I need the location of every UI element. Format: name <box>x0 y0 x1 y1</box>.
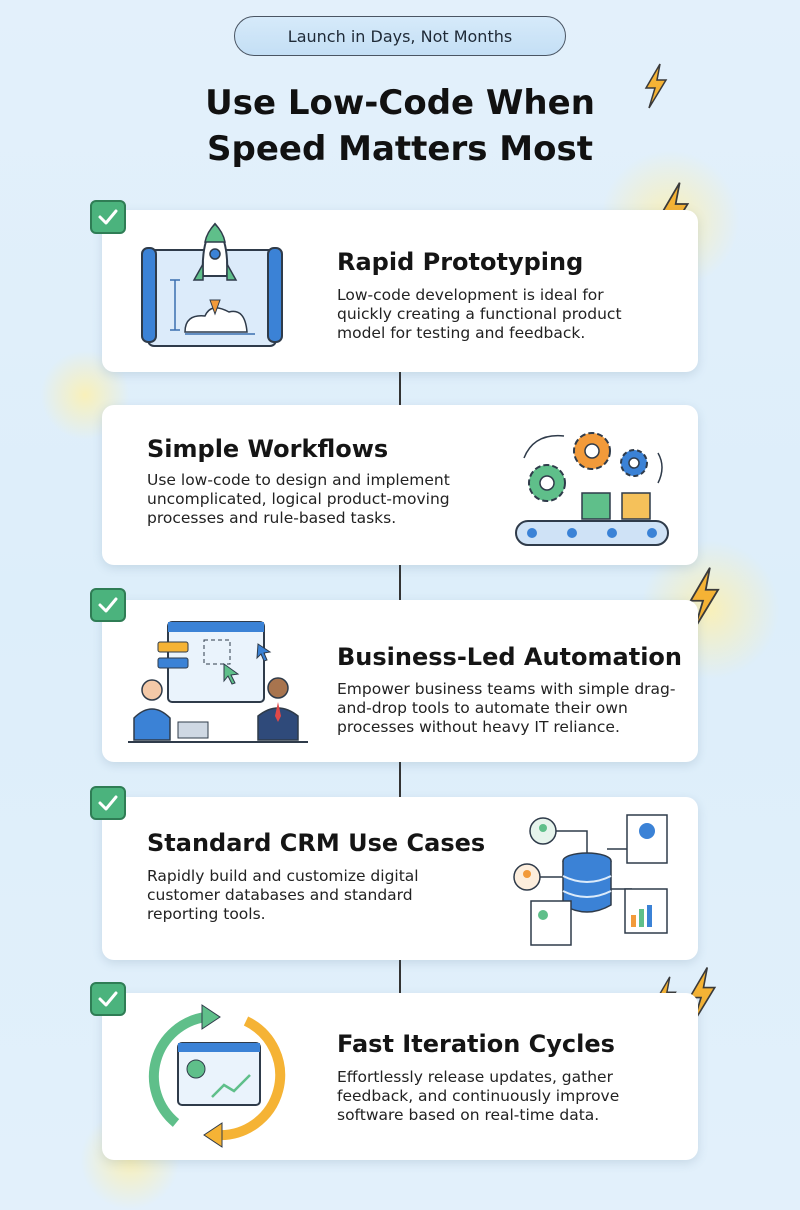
iteration-cycle-icon <box>148 1004 286 1148</box>
checkbox-checked <box>90 982 126 1016</box>
crm-database-icon <box>513 814 668 946</box>
check-icon <box>98 597 118 613</box>
card-title: Fast Iteration Cycles <box>337 1030 615 1058</box>
connector-line <box>399 960 401 993</box>
checkbox-checked <box>90 786 126 820</box>
gears-conveyor-icon <box>515 432 669 546</box>
card-fast-iteration: Fast Iteration Cycles Effortlessly relea… <box>102 993 698 1160</box>
check-icon <box>98 795 118 811</box>
card-description: Rapidly build and customize digital cust… <box>147 867 419 923</box>
card-title: Business-Led Automation <box>337 643 682 671</box>
card-description: Empower business teams with simple drag-… <box>337 680 676 736</box>
tagline-text: Launch in Days, Not Months <box>287 26 513 46</box>
page-title: Use Low-Code When Speed Matters Most <box>0 80 800 172</box>
checkbox-checked <box>90 200 126 234</box>
business-team-dragdrop-icon <box>128 621 308 743</box>
card-title: Standard CRM Use Cases <box>147 829 486 857</box>
card-rapid-prototyping: Rapid Prototyping Low-code development i… <box>102 210 698 372</box>
rocket-blueprint-icon <box>141 222 283 347</box>
title-line-1: Use Low-Code When <box>205 83 595 123</box>
card-description: Use low-code to design and implement unc… <box>147 471 450 527</box>
connector-line <box>399 372 401 405</box>
card-description: Effortlessly release updates, gather fee… <box>337 1068 620 1124</box>
lightning-bolt-icon <box>644 63 668 109</box>
card-standard-crm: Standard CRM Use Cases Rapidly build and… <box>102 797 698 960</box>
connector-line <box>399 565 401 600</box>
checkbox-checked <box>90 588 126 622</box>
connector-line <box>399 762 401 797</box>
card-title: Rapid Prototyping <box>337 248 584 276</box>
title-line-2: Speed Matters Most <box>207 129 593 169</box>
tagline-badge: Launch in Days, Not Months <box>234 16 566 56</box>
card-description: Low-code development is ideal for quickl… <box>337 286 622 342</box>
card-simple-workflows: Simple Workflows Use low-code to design … <box>102 405 698 565</box>
check-icon <box>98 209 118 225</box>
check-icon <box>98 991 118 1007</box>
card-business-led-automation: Business-Led Automation Empower business… <box>102 600 698 762</box>
card-title: Simple Workflows <box>147 435 389 463</box>
